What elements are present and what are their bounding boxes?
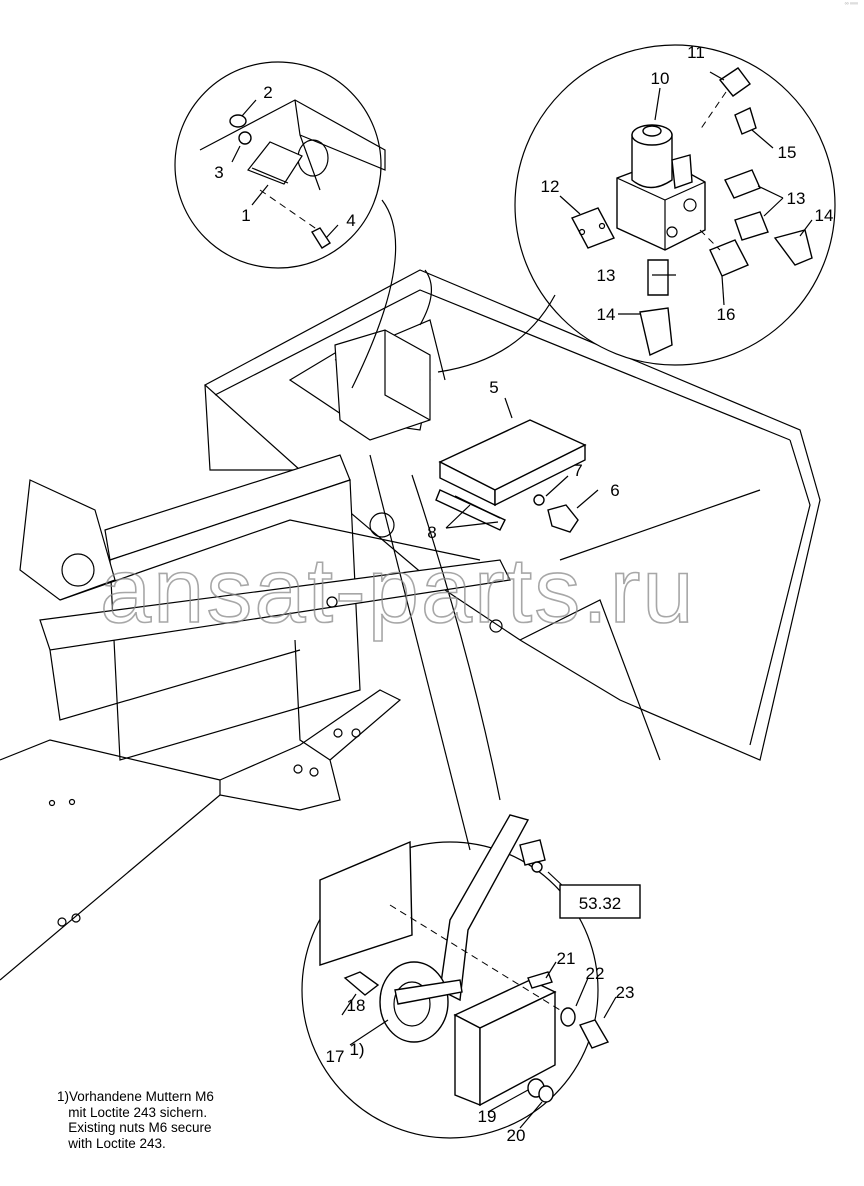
corner-mark: ⁰⁰ ⁰⁰⁰⁰	[844, 2, 858, 8]
callout-6: 6	[610, 481, 619, 500]
callout-12: 12	[541, 177, 560, 196]
callout-20: 20	[507, 1126, 526, 1145]
callout-4: 4	[346, 211, 355, 230]
watermark: ansat-parts.ru	[100, 540, 696, 642]
note-line-2: mit Loctite 243 sichern.	[57, 1104, 208, 1120]
callout-11: 11	[687, 43, 705, 62]
callout-note-ref: 1)	[349, 1040, 364, 1059]
reference-box[interactable]: 53.32	[547, 871, 641, 919]
frame-holes	[48, 512, 503, 927]
reference-label: 53.32	[579, 894, 622, 913]
callout-19: 19	[478, 1107, 497, 1126]
callout-22: 22	[586, 964, 605, 983]
callout-5: 5	[489, 378, 498, 397]
note-line-3: Existing nuts M6 secure	[57, 1120, 212, 1135]
callout-17: 17	[326, 1047, 345, 1066]
callout-8: 8	[427, 523, 436, 542]
callout-15: 15	[778, 143, 797, 162]
callout-10: 10	[651, 69, 670, 88]
callout-14b: 14	[597, 305, 616, 324]
callout-23: 23	[616, 983, 635, 1002]
callout-14a: 14	[815, 206, 834, 225]
callout-1: 1	[241, 206, 250, 225]
detail-circle-top	[174, 61, 386, 269]
callout-labels: 2 3 1 4 5 6 7 8 10 11 12 13 13 14 14 15 …	[214, 43, 833, 1145]
callout-21: 21	[557, 949, 576, 968]
callout-leaders	[231, 71, 813, 1129]
assembly-note: 1)Vorhandene Muttern M6 mit Loctite 243 …	[57, 1089, 214, 1151]
callout-3: 3	[214, 163, 223, 182]
box-assembly-5-8	[435, 419, 587, 533]
note-line-1: 1)Vorhandene Muttern M6	[57, 1089, 214, 1104]
leader-curves	[351, 199, 556, 851]
detail-circle-bottom	[301, 814, 610, 1139]
callout-16: 16	[717, 305, 736, 324]
callout-13a: 13	[787, 189, 806, 208]
note-line-4: with Loctite 243.	[57, 1135, 166, 1151]
callout-7: 7	[573, 461, 582, 480]
callout-13b: 13	[597, 266, 616, 285]
detail-circle-right	[514, 44, 836, 366]
machine-frame	[0, 269, 821, 981]
callout-2: 2	[263, 83, 272, 102]
callout-18: 18	[347, 996, 366, 1015]
